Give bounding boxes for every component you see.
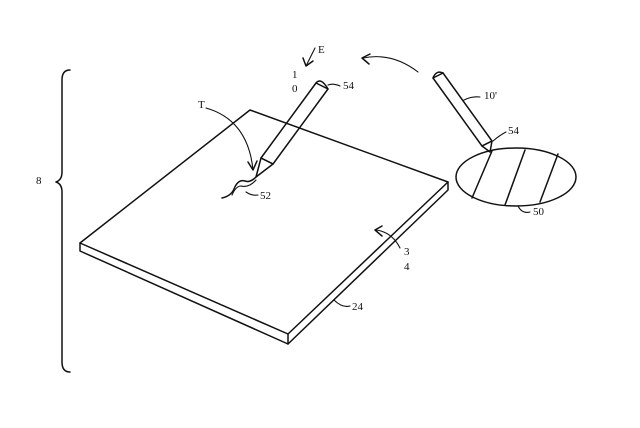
second-stylus-body (432, 72, 493, 147)
label-tip-54: 54 (343, 80, 354, 92)
tablet-front-side (79, 242, 289, 345)
contact-stripe-1 (471, 150, 493, 199)
energy-arrow-head (302, 57, 314, 67)
transfer-arrow (362, 56, 419, 73)
contact-area-ellipse (455, 147, 577, 207)
main-stylus-body (260, 82, 329, 165)
surface-arrow (375, 229, 401, 249)
label-surface-4: 4 (404, 261, 410, 273)
second-stylus-cap (432, 71, 444, 79)
assembly-bracket (55, 69, 71, 373)
leader-10prime (463, 96, 481, 101)
label-tip-54-alt: 54 (508, 125, 519, 137)
energy-arrow (305, 47, 316, 67)
leader-54-alt (492, 131, 507, 142)
label-energy-e: E (318, 44, 325, 56)
label-stylus-10prime: 10' (484, 90, 497, 102)
leader-54-top (327, 83, 341, 87)
tablet-top-face (79, 109, 449, 335)
tablet-right-side (287, 181, 449, 345)
pen-trace (221, 176, 257, 199)
contact-stripe-2 (504, 149, 526, 206)
second-stylus-tip (481, 140, 493, 153)
trace-leader-head (247, 160, 258, 171)
label-stylus-1: 1 (292, 69, 298, 81)
label-assembly-8: 8 (36, 175, 42, 187)
main-stylus-tip (255, 157, 274, 178)
leader-50 (517, 205, 531, 213)
label-contact-50: 50 (533, 206, 544, 218)
label-tip-52: 52 (260, 190, 271, 202)
main-stylus-cap (315, 80, 329, 90)
surface-arrow-head (374, 225, 383, 237)
transfer-arrow-head (361, 53, 371, 65)
leader-52 (245, 191, 259, 196)
contact-stripe-3 (539, 153, 559, 203)
label-trace-t: T (198, 99, 205, 111)
label-surface-3: 3 (404, 246, 410, 258)
pen-trace-inner (231, 179, 257, 196)
leader-24 (333, 299, 351, 307)
label-edge-24: 24 (352, 301, 363, 313)
label-stylus-0: 0 (292, 83, 298, 95)
trace-leader (205, 107, 254, 171)
